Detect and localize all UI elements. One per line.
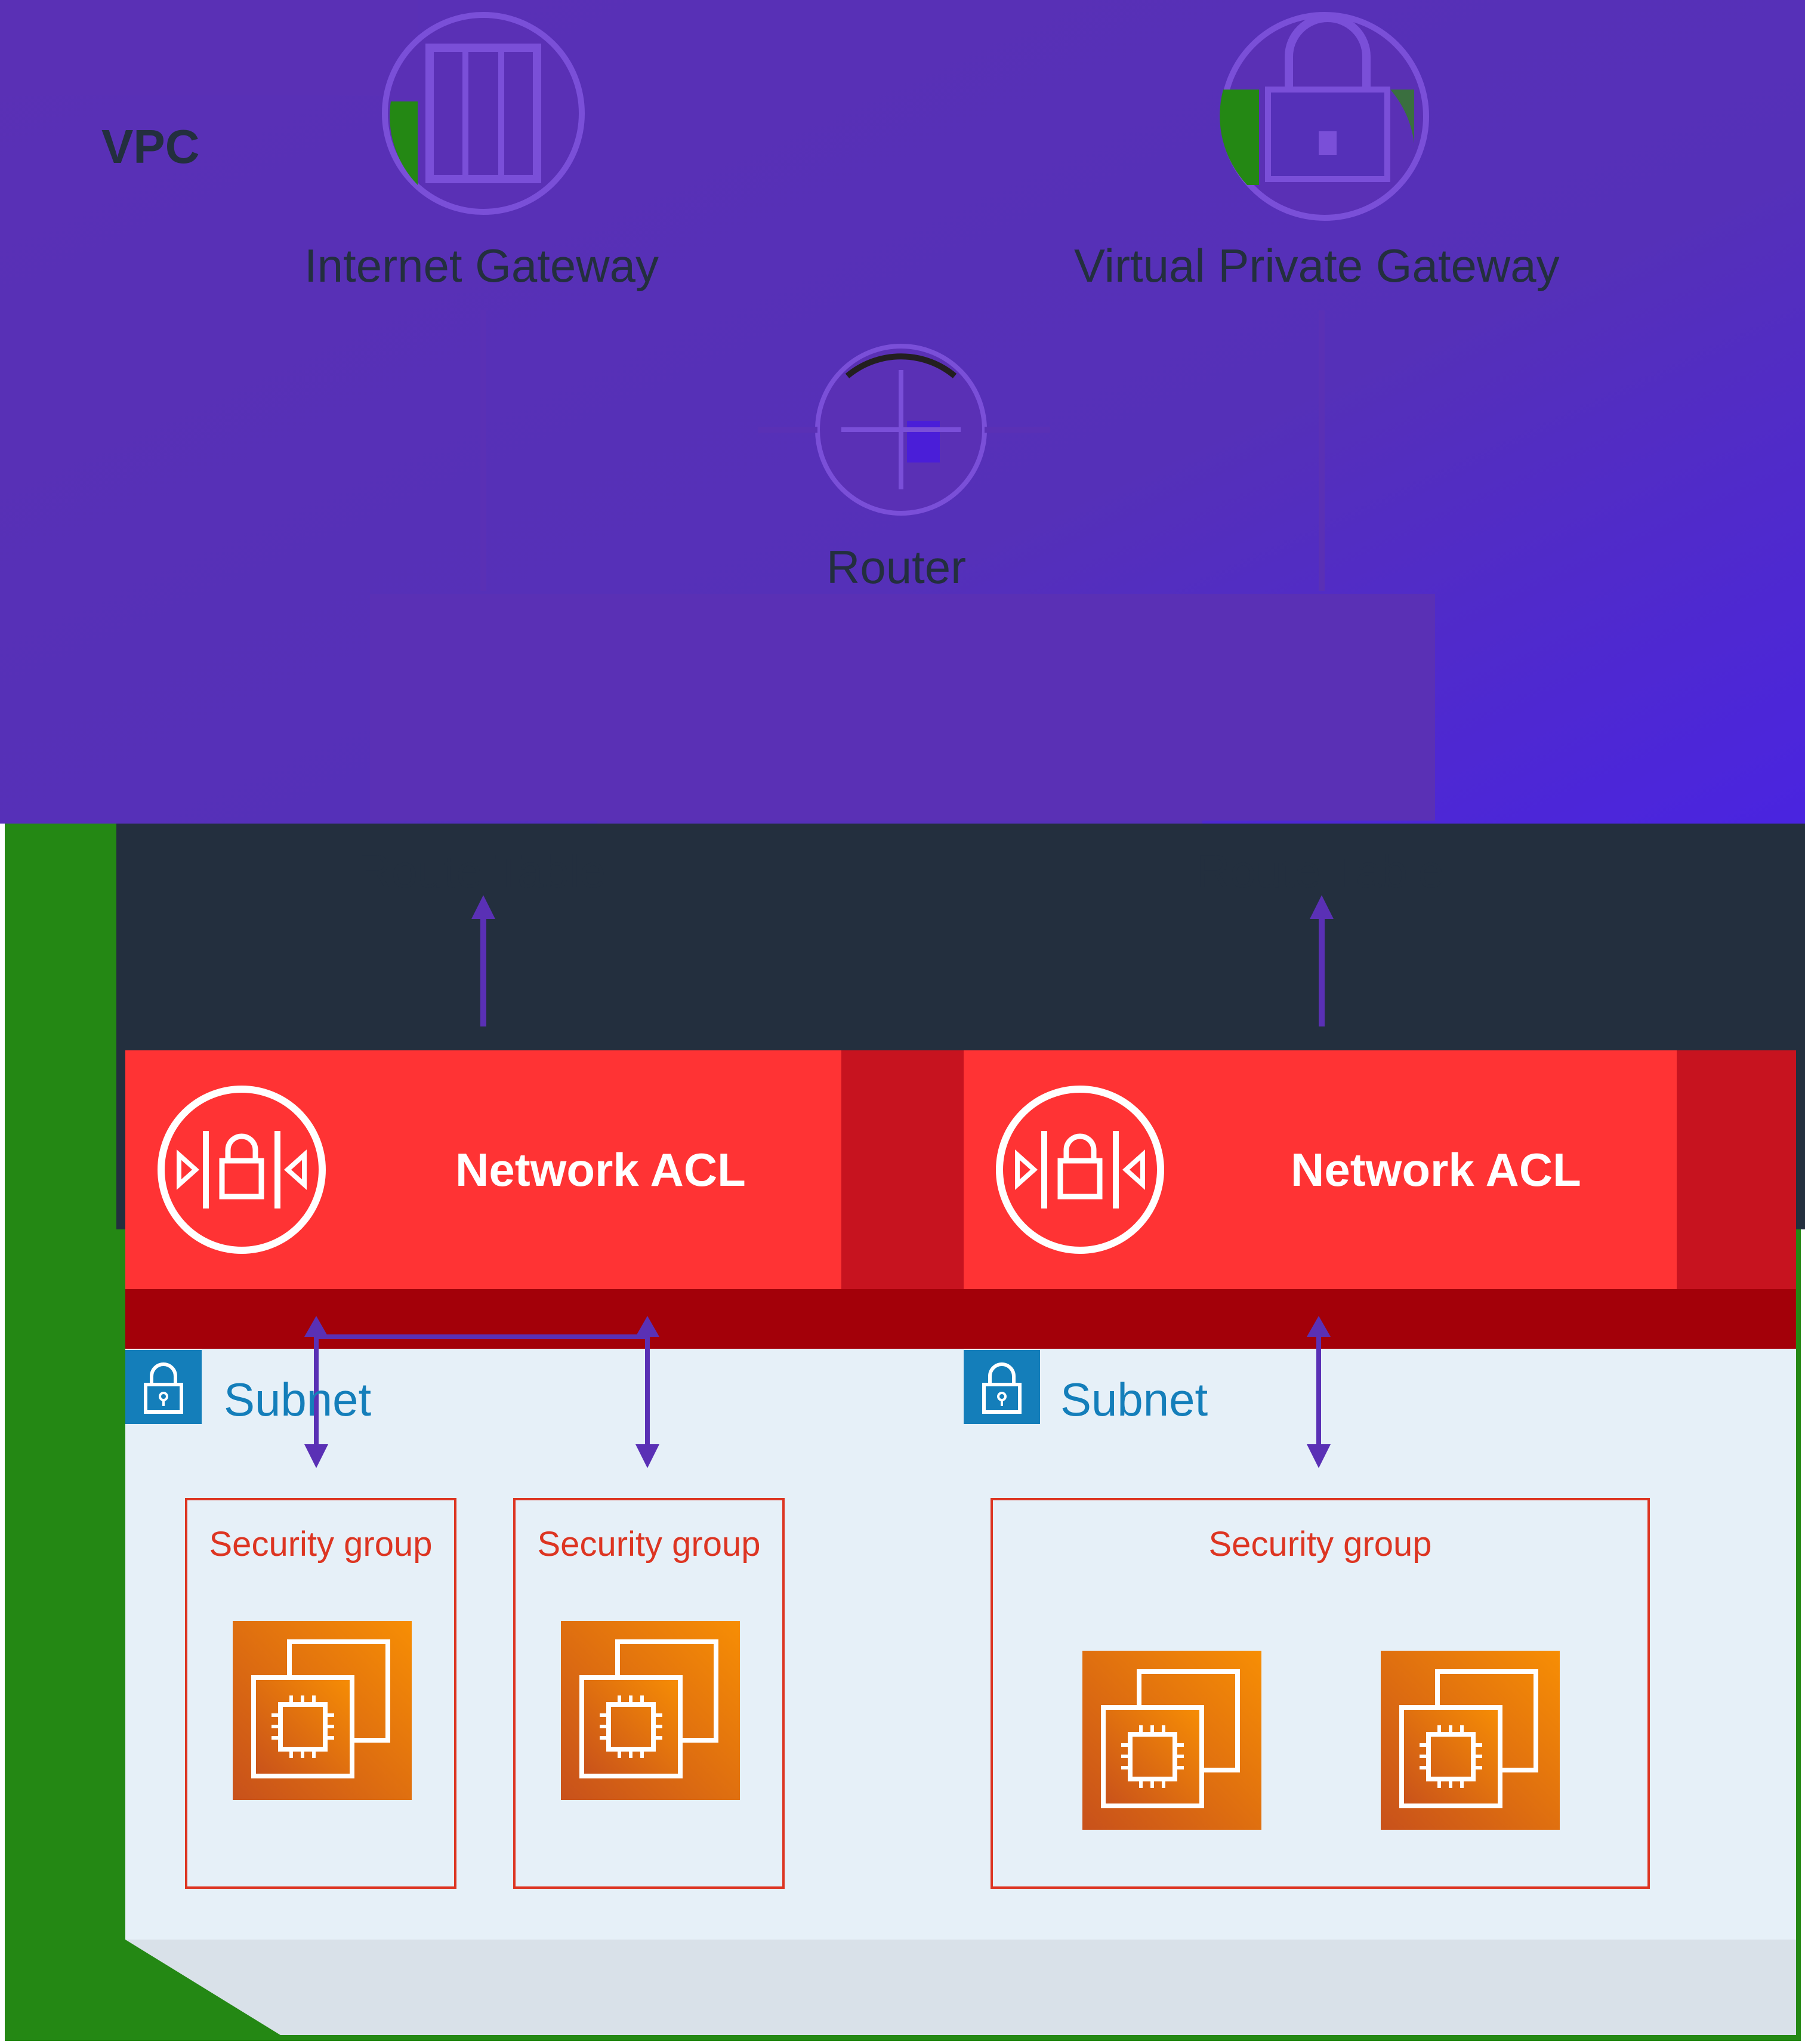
internet-gateway-icon bbox=[382, 12, 585, 215]
router-label: Router bbox=[826, 541, 967, 593]
subnet-label-1: Subnet bbox=[224, 1373, 372, 1426]
security-group-label-1: Security group bbox=[209, 1525, 433, 1564]
ec2-instance-icon bbox=[561, 1621, 740, 1800]
subnet-shadow bbox=[125, 1940, 1796, 2035]
vpn-gateway-icon bbox=[1220, 12, 1429, 221]
network-acl-label-1: Network ACL bbox=[455, 1143, 746, 1196]
virtual-private-gateway-label: Virtual Private Gateway bbox=[1074, 239, 1560, 292]
acl-connectors bbox=[480, 907, 1325, 1026]
network-acl-icon bbox=[158, 1086, 326, 1254]
subnet-lock-icon bbox=[125, 1350, 202, 1424]
arrowhead-sg1 bbox=[304, 1444, 328, 1468]
security-group-2: Security group bbox=[513, 1498, 785, 1889]
network-acl-2: Network ACL bbox=[964, 1050, 1677, 1289]
route-table-label-2: Route Table bbox=[1196, 845, 1444, 898]
router-connectors bbox=[480, 310, 1325, 591]
arrowhead-acl2 bbox=[1307, 1316, 1331, 1337]
network-acl-icon bbox=[996, 1086, 1164, 1254]
subnet1-connectors bbox=[314, 1334, 650, 1456]
acl-band-gap bbox=[841, 1050, 964, 1289]
arrowhead-right-up bbox=[1310, 895, 1334, 919]
acl-band-right bbox=[1677, 1050, 1796, 1289]
top-left-corner bbox=[0, 0, 5, 95]
arrowhead-acl1b bbox=[635, 1316, 659, 1337]
security-group-1: Security group bbox=[185, 1498, 456, 1889]
ec2-instance-icon bbox=[1082, 1651, 1261, 1830]
arrowhead-sg2 bbox=[635, 1444, 659, 1468]
security-group-3: Security group bbox=[991, 1498, 1650, 1889]
mid-dark bbox=[116, 824, 1805, 1050]
subnet-label-2: Subnet bbox=[1060, 1373, 1208, 1426]
route-table-block bbox=[370, 594, 1435, 821]
arrowhead-sg3 bbox=[1307, 1444, 1331, 1468]
ec2-instance-icon bbox=[1381, 1651, 1560, 1830]
subnet-lock-icon bbox=[964, 1350, 1040, 1424]
route-table-label-1: Route Table bbox=[358, 845, 606, 898]
arrowhead-left-up bbox=[471, 895, 495, 919]
arrowhead-acl1a bbox=[304, 1316, 328, 1337]
security-group-label-2: Security group bbox=[537, 1525, 761, 1564]
vpc-label: VPC bbox=[101, 120, 200, 173]
network-acl-1: Network ACL bbox=[125, 1050, 841, 1289]
purple-corner bbox=[0, 0, 418, 95]
subnet-corner bbox=[125, 1940, 280, 2035]
router-icon bbox=[815, 344, 987, 516]
internet-gateway-label: Internet Gateway bbox=[304, 239, 659, 292]
network-acl-label-2: Network ACL bbox=[1291, 1143, 1581, 1196]
security-group-label-3: Security group bbox=[1208, 1525, 1432, 1564]
ec2-instance-icon bbox=[233, 1621, 412, 1800]
